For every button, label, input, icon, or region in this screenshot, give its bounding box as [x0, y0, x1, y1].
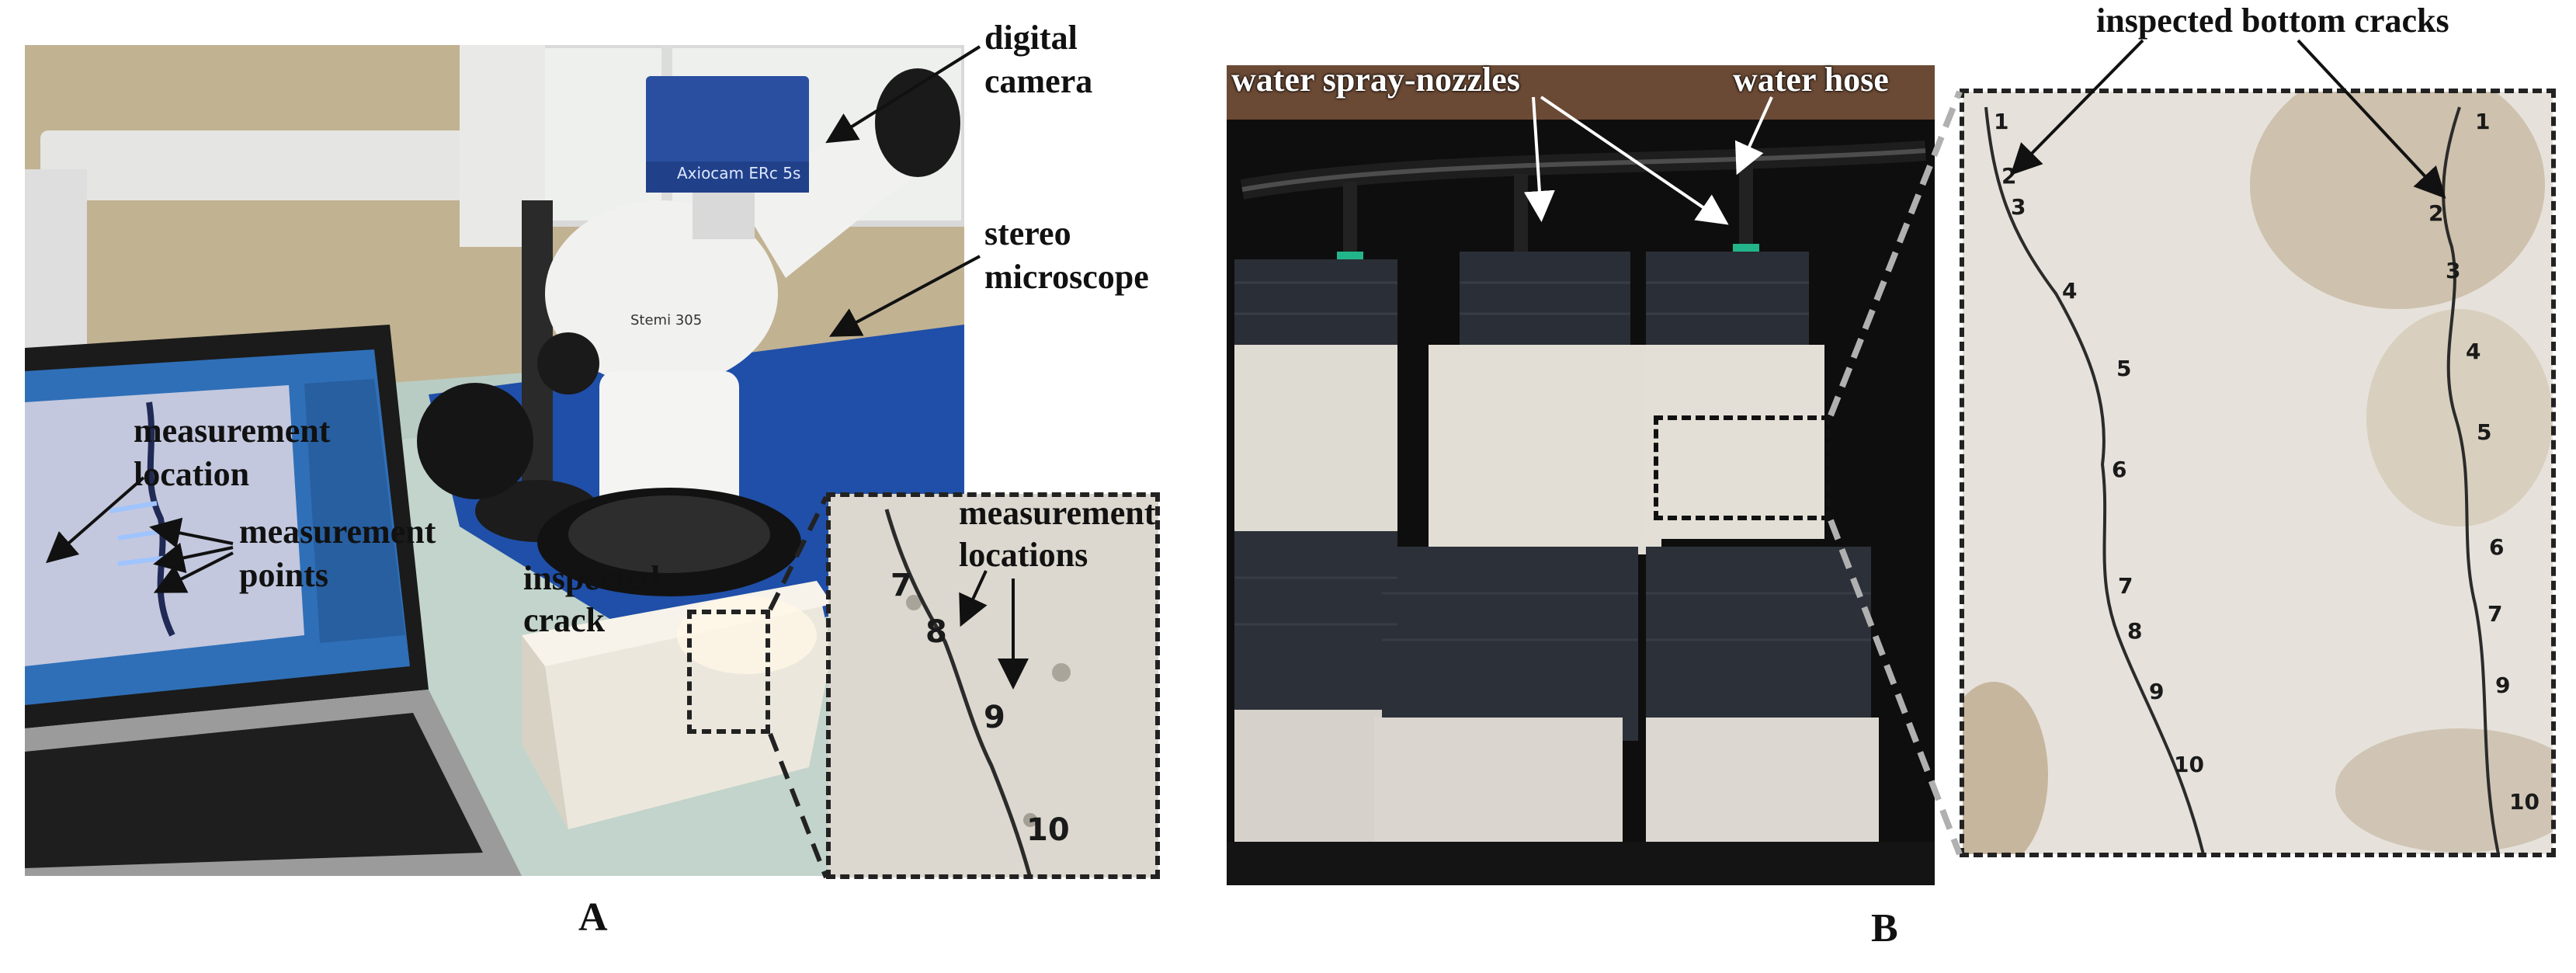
- label-inspected-crack-line2: crack: [523, 601, 606, 639]
- left-crack-mark-1: 1: [1994, 109, 2009, 134]
- label-measurement-location-line2: location: [134, 455, 250, 493]
- right-crack-mark-4: 4: [2466, 339, 2481, 364]
- right-crack-mark-2: 2: [2428, 200, 2444, 226]
- zoom-mark-9: 9: [984, 700, 1005, 735]
- camera-brand-text: Axiocam ERc 5s: [677, 164, 800, 182]
- left-crack-mark-10: 10: [2174, 752, 2204, 777]
- left-crack-mark-9: 9: [2149, 679, 2165, 704]
- panel-b-zoom-frame: [1960, 89, 2556, 857]
- zoom-inset-frame: [826, 492, 1160, 879]
- label-inspected-crack-line1: inspected: [523, 559, 660, 597]
- panel-b-zoom-inset: 1 2 3 4 5 6 7 8 9 10 1 2 3 4 5 6 7 9 10: [1963, 92, 2553, 854]
- label-stereo-line2: microscope: [984, 258, 1149, 296]
- spray-tank-scene: [1227, 65, 1935, 885]
- label-digital-camera-line1: digital: [984, 19, 1078, 57]
- zoom-mark-7: 7: [890, 568, 912, 603]
- right-crack-mark-7: 7: [2487, 601, 2503, 627]
- panel-a-photo: Axiocam ERc 5s Stemi 305: [25, 45, 964, 876]
- label-measurement-points-line2: points: [239, 556, 328, 594]
- inspected-region-box: [687, 610, 770, 734]
- right-crack-mark-9: 9: [2495, 672, 2511, 698]
- panel-b-region-box: [1654, 415, 1831, 520]
- left-crack-mark-8: 8: [2127, 618, 2143, 644]
- left-crack-mark-6: 6: [2112, 457, 2127, 482]
- left-crack-mark-4: 4: [2062, 278, 2078, 304]
- panel-b-photo: [1227, 65, 1935, 885]
- zoom-mark-10: 10: [1026, 812, 1070, 848]
- right-crack-mark-3: 3: [2446, 258, 2461, 283]
- zoom-mark-8: 8: [925, 614, 947, 650]
- bottom-cracks-closeup: [1963, 92, 2553, 854]
- label-measurement-points-line1: measurement: [239, 513, 436, 551]
- label-measurement-location-line1: measurement: [134, 412, 331, 450]
- right-crack-mark-6: 6: [2489, 534, 2505, 560]
- right-crack-mark-1: 1: [2475, 109, 2491, 134]
- panel-a-zoom-inset: 7 8 9 10: [828, 494, 1158, 877]
- left-crack-mark-7: 7: [2118, 573, 2133, 599]
- left-crack-mark-5: 5: [2116, 356, 2132, 381]
- left-crack-mark-3: 3: [2011, 194, 2026, 220]
- label-measurement-locations-line1: measurement: [959, 494, 1156, 532]
- label-stereo-line1: stereo: [984, 214, 1071, 252]
- label-digital-camera-line2: camera: [984, 62, 1093, 100]
- right-crack-mark-10: 10: [2509, 789, 2540, 815]
- label-water-hose: water hose: [1733, 61, 1889, 99]
- microscope-brand-text: Stemi 305: [630, 312, 702, 328]
- right-crack-mark-5: 5: [2477, 419, 2492, 445]
- lab-setup-scene: Axiocam ERc 5s Stemi 305: [25, 45, 964, 876]
- label-inspected-bottom-cracks: inspected bottom cracks: [2096, 2, 2449, 40]
- panel-b-letter: B: [1871, 906, 1898, 950]
- label-measurement-locations-line2: locations: [959, 536, 1088, 574]
- label-water-spray-nozzles: water spray-nozzles: [1231, 61, 1520, 99]
- crack-closeup: [828, 494, 1158, 877]
- panel-a-letter: A: [578, 895, 608, 940]
